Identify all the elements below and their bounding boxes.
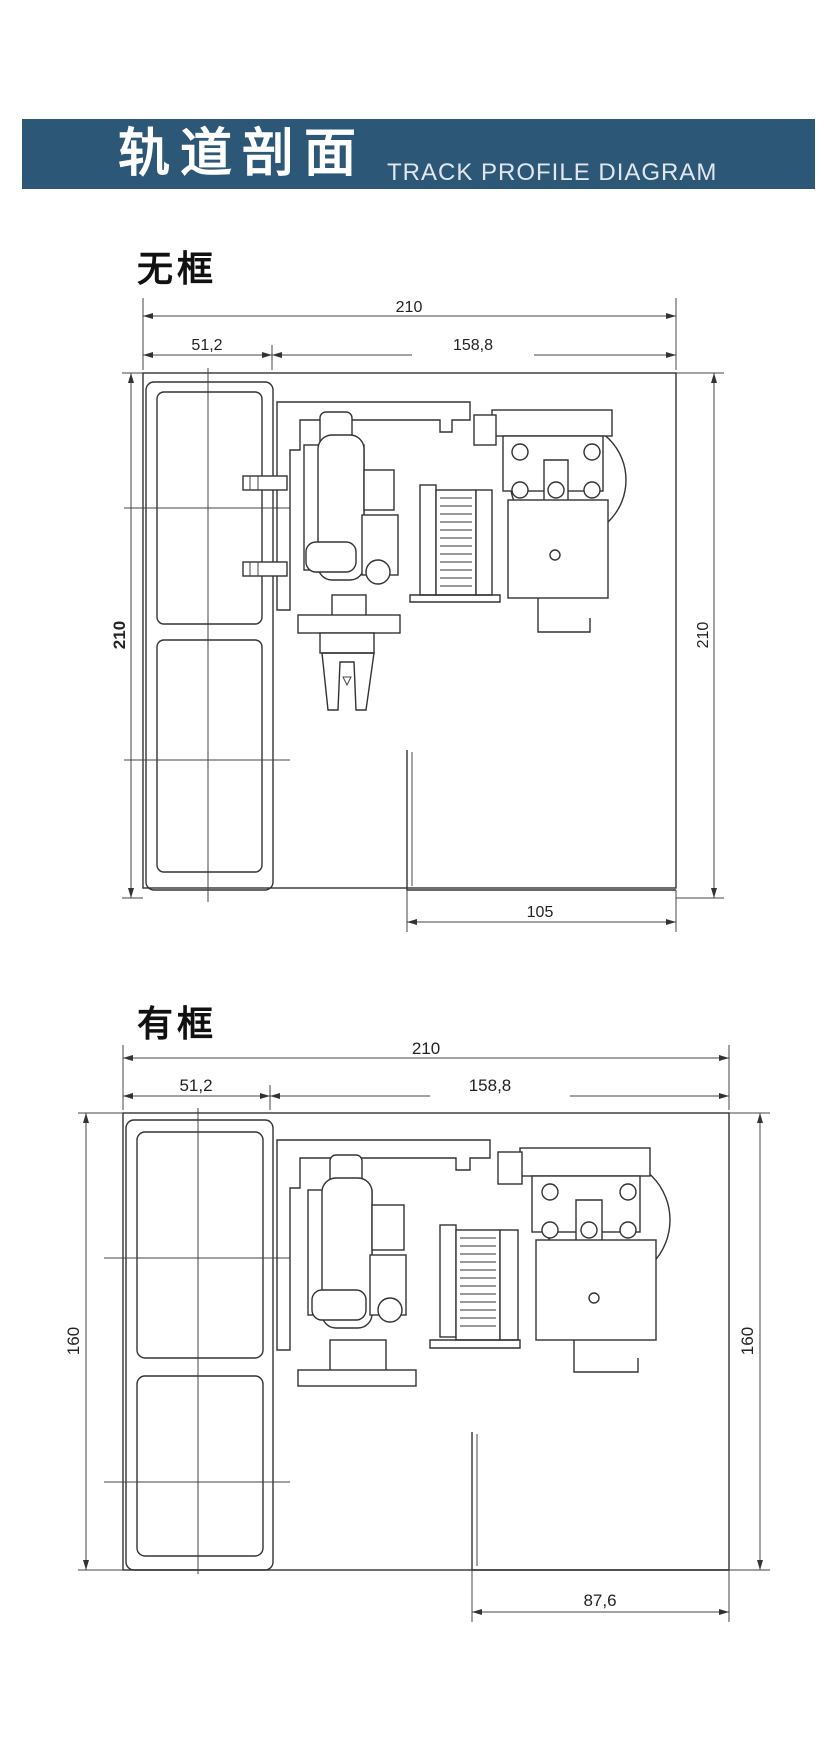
dim-label-left-height: 210 — [110, 621, 129, 649]
roller-carriage — [297, 411, 401, 711]
dimension-left-height: 210 — [110, 372, 143, 899]
dimension-total-width: 210 — [142, 298, 677, 370]
gear-column — [409, 484, 501, 603]
section-title-frameless: 无框 — [137, 249, 218, 290]
dimension-bottom-width: 87,6 — [471, 1570, 730, 1622]
motor-unit — [497, 1147, 671, 1373]
dim-label-total-width: 210 — [396, 299, 423, 316]
dim-label-right-width: 158,8 — [469, 1076, 512, 1095]
track-profile-diagram-frameless: 210 51,2 158,8 210 210 — [110, 298, 724, 932]
dimension-split-widths: 51,2 158,8 — [123, 1076, 729, 1110]
gear-column — [429, 1224, 521, 1349]
header-banner: 轨道剖面 TRACK PROFILE DIAGRAM — [22, 119, 815, 189]
dim-label-total-width: 210 — [412, 1040, 440, 1058]
dim-label-bottom-width: 87,6 — [583, 1591, 616, 1610]
top-rail — [276, 401, 471, 611]
housing-outline — [142, 372, 677, 889]
header-title-zh: 轨道剖面 — [118, 124, 367, 184]
track-profile-diagram-framed: 210 51,2 158,8 160 160 — [64, 1040, 770, 1622]
dim-label-right-width: 158,8 — [453, 337, 493, 354]
dim-label-left-height: 160 — [64, 1327, 83, 1355]
dim-label-left-width: 51,2 — [191, 337, 222, 354]
dim-label-right-height: 160 — [738, 1327, 757, 1355]
bottom-cover-edge — [471, 1432, 729, 1571]
bottom-cover-edge — [406, 750, 676, 891]
motor-unit — [473, 409, 627, 633]
dimension-total-width: 210 — [122, 1040, 730, 1110]
section-title-framed: 有框 — [137, 1004, 218, 1045]
dimension-bottom-width: 105 — [406, 890, 677, 932]
left-glass-profile — [104, 1108, 290, 1574]
dimension-right-height: 210 — [676, 372, 724, 899]
dim-label-right-height: 210 — [695, 622, 712, 649]
top-rail — [276, 1139, 491, 1351]
dim-label-left-width: 51,2 — [179, 1076, 212, 1095]
dimension-left-height: 160 — [64, 1112, 123, 1571]
housing-outline — [122, 1112, 730, 1571]
left-glass-profile — [124, 368, 290, 902]
roller-carriage — [297, 1154, 417, 1387]
dim-label-bottom-width: 105 — [527, 904, 554, 921]
bolts — [242, 475, 288, 577]
dimension-right-height: 160 — [729, 1112, 770, 1571]
header-title-en: TRACK PROFILE DIAGRAM — [387, 159, 718, 186]
dimension-split-widths: 51,2 158,8 — [143, 337, 676, 370]
